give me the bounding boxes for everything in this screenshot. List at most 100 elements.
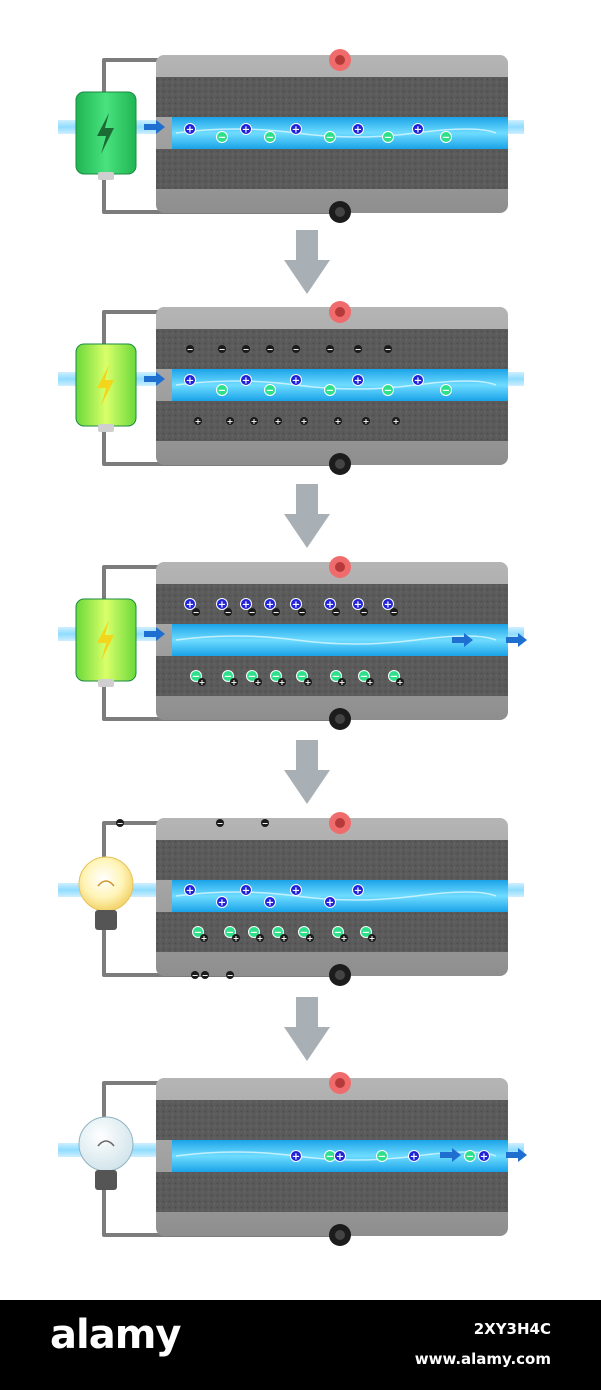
anion <box>382 131 394 143</box>
electrode-positive-charge <box>300 417 308 425</box>
lightbulb-filament <box>97 1140 115 1147</box>
charge-minus: − <box>355 345 362 354</box>
stage-4: +−++−++−++−++−++−++−+−−−−−− <box>58 812 524 986</box>
cation-sign: + <box>384 600 392 611</box>
cation-sign: + <box>186 125 194 136</box>
cation <box>216 896 228 908</box>
electrode-negative-charge <box>242 345 250 353</box>
charge-minus: − <box>361 608 368 617</box>
charge-plus: + <box>305 678 312 687</box>
anion <box>216 131 228 143</box>
cation <box>478 1150 490 1162</box>
anion <box>358 670 370 682</box>
anion-sign: − <box>192 672 200 683</box>
flow-arrow <box>144 120 165 134</box>
cation-sign: + <box>242 125 250 136</box>
anion <box>298 926 310 938</box>
watermark-footer: alamy 2XY3H4C www.alamy.com <box>0 1300 601 1390</box>
charge-minus: − <box>273 608 280 617</box>
electrode-positive-charge <box>306 934 314 942</box>
anion-sign: − <box>360 672 368 683</box>
cation <box>412 374 424 386</box>
electrode-negative-charge <box>326 345 334 353</box>
charge-minus: − <box>219 345 226 354</box>
water-ripple <box>175 380 497 390</box>
charge-minus: − <box>225 608 232 617</box>
cation-sign: + <box>218 600 226 611</box>
electrode-negative-charge <box>226 971 234 979</box>
anion-sign: − <box>326 133 334 144</box>
flow-arrow <box>440 1148 461 1162</box>
electrode-negative-charge <box>116 819 124 827</box>
stages-layer: +−+−+−+−+−−+−+−+−+−+−+−+−++−+−+−+−+−+−−+… <box>58 49 527 1246</box>
cation-sign: + <box>326 600 334 611</box>
electrode-negative-charge <box>224 608 232 616</box>
anion <box>192 926 204 938</box>
cation <box>290 884 302 896</box>
charge-minus: − <box>267 345 274 354</box>
anion-sign: − <box>300 928 308 939</box>
lightbulb-base <box>95 910 117 930</box>
negative-terminal-core <box>335 970 345 980</box>
cation <box>324 896 336 908</box>
charge-plus: + <box>233 934 240 943</box>
anion-sign: − <box>224 672 232 683</box>
anion <box>324 384 336 396</box>
water-ripple <box>175 128 497 138</box>
cation <box>240 884 252 896</box>
cation <box>290 598 302 610</box>
lightning-icon <box>97 620 114 661</box>
bottom-electrode <box>156 401 508 441</box>
anion <box>224 926 236 938</box>
electrode-positive-charge <box>194 417 202 425</box>
charge-plus: + <box>363 417 370 426</box>
charge-minus: − <box>243 345 250 354</box>
cation <box>324 598 336 610</box>
anion <box>264 131 276 143</box>
anion <box>272 926 284 938</box>
charge-minus: − <box>262 819 269 828</box>
cation <box>240 123 252 135</box>
electrode-positive-charge <box>396 678 404 686</box>
water-channel <box>172 880 508 912</box>
water-ripple <box>175 891 497 901</box>
cation-sign: + <box>410 1152 418 1163</box>
electrode-positive-charge <box>368 934 376 942</box>
cation <box>334 1150 346 1162</box>
electrode-negative-charge <box>191 971 199 979</box>
battery-cap <box>98 424 114 432</box>
positive-terminal-core <box>335 1078 345 1088</box>
electrode-positive-charge <box>338 678 346 686</box>
charge-minus: − <box>202 971 209 980</box>
anion <box>216 384 228 396</box>
cation-sign: + <box>292 886 300 897</box>
anion <box>360 926 372 938</box>
electrode-negative-charge <box>292 345 300 353</box>
bottom-electrode <box>156 1172 508 1212</box>
anion-sign: − <box>226 928 234 939</box>
flow-arrow <box>452 633 473 647</box>
flow-arrow <box>144 627 165 641</box>
cation <box>240 598 252 610</box>
electrode-negative-charge <box>216 819 224 827</box>
watermark-logo: alamy <box>50 1312 181 1358</box>
cation-sign: + <box>186 886 194 897</box>
charge-plus: + <box>195 417 202 426</box>
anion-sign: − <box>390 672 398 683</box>
electrode-negative-charge <box>360 608 368 616</box>
cation-sign: + <box>354 600 362 611</box>
outlet-pipe <box>508 372 524 386</box>
electrode-negative-charge <box>201 971 209 979</box>
cation <box>352 123 364 135</box>
charge-plus: + <box>341 934 348 943</box>
electrode-positive-charge <box>274 417 282 425</box>
battery-cap <box>98 172 114 180</box>
top-electrode <box>156 840 508 880</box>
charge-plus: + <box>275 417 282 426</box>
charge-minus: − <box>193 608 200 617</box>
watermark-image-id: 2XY3H4C <box>473 1320 551 1338</box>
anion-sign: − <box>326 1152 334 1163</box>
anion <box>332 926 344 938</box>
step-arrow-4 <box>284 997 330 1061</box>
charge-plus: + <box>339 678 346 687</box>
